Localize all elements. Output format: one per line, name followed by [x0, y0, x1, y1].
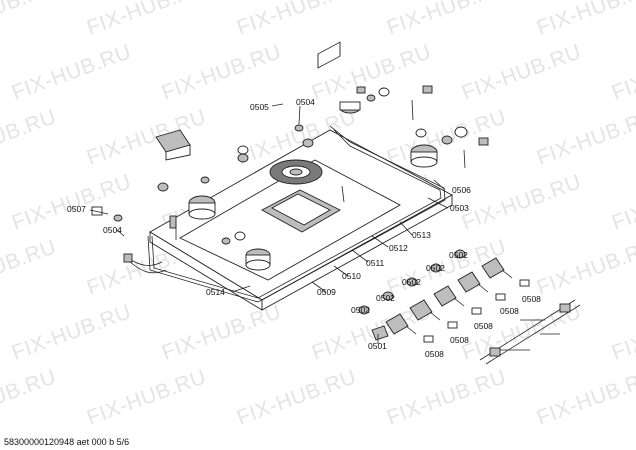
burner-left	[188, 195, 216, 220]
watermark-text: FIX-HUB.RU	[234, 0, 359, 40]
label-0513: 0513	[412, 230, 431, 240]
seal-ring	[454, 249, 466, 259]
label-0510: 0510	[342, 271, 361, 281]
label-0508: 0508	[522, 294, 541, 304]
watermark-text: FIX-HUB.RU	[0, 0, 59, 40]
label-0502: 0502	[351, 305, 370, 315]
gas-tap-body	[385, 313, 409, 335]
watermark-text: FIX-HUB.RU	[534, 105, 636, 169]
document-id: 58300000120948 aet 000 b 5/6	[4, 437, 129, 447]
watermark-text: FIX-HUB.RU	[0, 235, 59, 299]
label-0509: 0509	[317, 287, 336, 297]
gas-taps	[358, 249, 530, 343]
part-labels: 0505 0504 0506 0503 0507 0504 0513 0512 …	[67, 97, 541, 359]
watermark-text: FIX-HUB.RU	[609, 300, 636, 364]
small-parts	[91, 85, 489, 245]
watermark-text: FIX-HUB.RU	[159, 40, 284, 104]
watermark-text: FIX-HUB.RU	[534, 0, 636, 40]
leader-lines	[89, 103, 449, 344]
watermark-text: FIX-HUB.RU	[459, 170, 584, 234]
watermark-text: FIX-HUB.RU	[534, 235, 636, 299]
watermark-text: FIX-HUB.RU	[159, 300, 284, 364]
seal-ring	[406, 277, 418, 287]
label-0507: 0507	[67, 204, 86, 214]
watermark-text: FIX-HUB.RU	[534, 365, 636, 429]
seal-ring	[358, 305, 370, 315]
label-0502: 0502	[376, 293, 395, 303]
gas-tap-spindle	[453, 297, 465, 307]
label-0503: 0503	[450, 203, 469, 213]
label-0502: 0502	[426, 263, 445, 273]
label-0504: 0504	[296, 97, 315, 107]
watermark-text: FIX-HUB.RU	[0, 105, 59, 169]
burner-large	[269, 159, 323, 185]
gas-manifold	[147, 125, 446, 303]
label-0508: 0508	[450, 335, 469, 345]
gas-tap-spindle	[501, 269, 513, 279]
label-0511: 0511	[366, 258, 385, 268]
spindle-sleeve	[495, 293, 506, 301]
watermark-text: FIX-HUB.RU	[84, 0, 209, 40]
label-0508: 0508	[500, 306, 519, 316]
watermark-text: FIX-HUB.RU	[609, 170, 636, 234]
watermark-text: FIX-HUB.RU	[234, 365, 359, 429]
tap-bracket	[479, 299, 581, 365]
watermark-text: FIX-HUB.RU	[0, 365, 59, 429]
watermark-text: FIX-HUB.RU	[9, 40, 134, 104]
label-0508: 0508	[474, 321, 493, 331]
label-0506: 0506	[452, 185, 471, 195]
gas-tap-body	[481, 257, 505, 279]
burner-rear-right	[410, 144, 438, 168]
ignition-harness	[123, 253, 167, 274]
burner-rear	[339, 101, 361, 114]
spindle-sleeve	[471, 307, 482, 315]
gas-tap-spindle	[477, 283, 489, 293]
label-0514: 0514	[206, 287, 225, 297]
watermark-text: FIX-HUB.RU	[384, 0, 509, 40]
watermark-text: FIX-HUB.RU	[459, 40, 584, 104]
label-0501: 0501	[368, 341, 387, 351]
ignition-connector	[155, 129, 191, 161]
seal-ring	[430, 263, 442, 273]
watermark-text: FIX-HUB.RU	[9, 300, 134, 364]
clip-0501	[371, 325, 389, 341]
gas-tap-body	[433, 285, 457, 307]
watermark-text: FIX-HUB.RU	[84, 365, 209, 429]
burner-front	[245, 248, 271, 271]
hob-frame	[149, 41, 453, 311]
label-0502: 0502	[449, 250, 468, 260]
gas-tap-spindle	[429, 311, 441, 321]
watermark-text: FIX-HUB.RU	[609, 40, 636, 104]
watermark-text: FIX-HUB.RU	[84, 105, 209, 169]
spindle-sleeve	[423, 335, 434, 343]
spindle-sleeve	[519, 279, 530, 287]
label-0505: 0505	[250, 102, 269, 112]
seal-ring	[382, 291, 394, 301]
label-0502: 0502	[402, 277, 421, 287]
watermark-text: FIX-HUB.RU	[384, 365, 509, 429]
spindle-sleeve	[447, 321, 458, 329]
label-0504: 0504	[103, 225, 122, 235]
gas-tap-body	[457, 271, 481, 293]
label-0512: 0512	[389, 243, 408, 253]
gas-tap-body	[409, 299, 433, 321]
gas-tap-spindle	[405, 325, 417, 335]
label-0508: 0508	[425, 349, 444, 359]
